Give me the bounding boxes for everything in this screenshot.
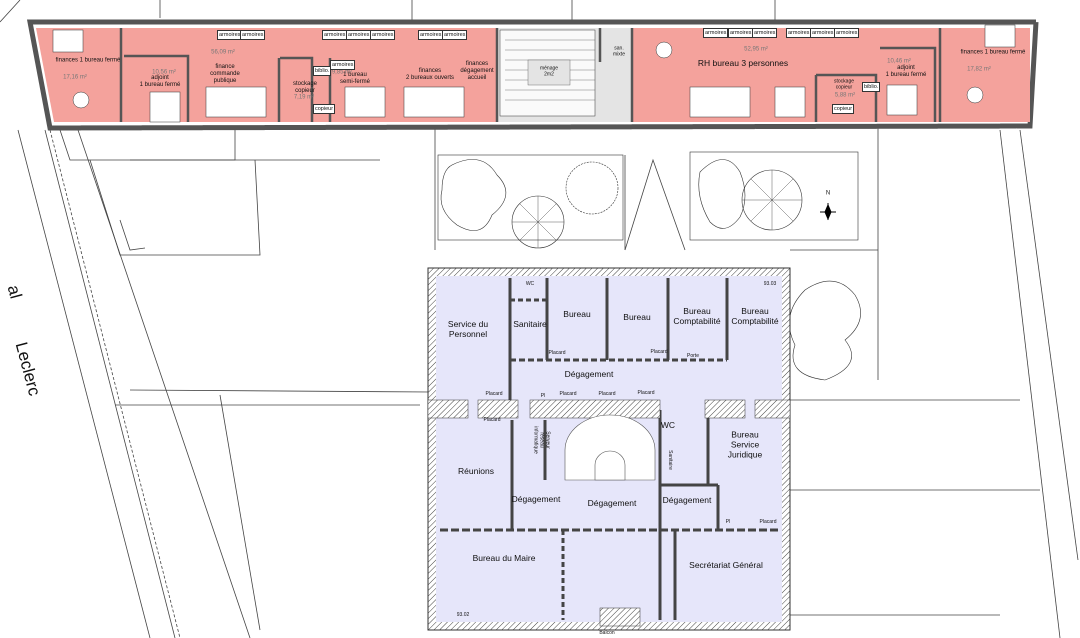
room-wc: WC: [660, 420, 676, 431]
reference-label: 93.03: [763, 281, 777, 288]
room-label: ménage 2m2: [539, 65, 559, 77]
room-wc: WC: [525, 281, 535, 288]
porte-label: Porte: [687, 353, 699, 360]
armoire: armoires: [728, 28, 754, 38]
room-bureau-service-juridique: Bureau Service Juridique: [727, 429, 763, 459]
placard-label: Placard: [548, 350, 566, 357]
armoire: armoires: [240, 30, 266, 40]
pl-label: Pl: [725, 519, 731, 526]
room-area: 10,56 m²: [152, 69, 176, 76]
armoire: armoires: [370, 30, 396, 40]
armoire: armoires: [330, 60, 356, 70]
armoire: armoires: [834, 28, 860, 38]
annex-building: [26, 19, 1039, 131]
room-degagement: Dégagement: [511, 494, 561, 505]
spiral-stair: [564, 414, 656, 481]
reference-label: 93.02: [456, 612, 470, 619]
room-label: 1 bureau semi-fermé: [339, 71, 371, 85]
room-label: finances dégagement accueil: [460, 61, 494, 82]
meeting-tables: [72, 41, 984, 109]
room-area: 7,19 m²: [293, 94, 315, 101]
placard-label: Placard: [650, 349, 668, 356]
room-bureau: Bureau: [623, 312, 651, 323]
room-label: finances 1 bureau fermé: [55, 57, 121, 64]
biblio: biblio.: [313, 66, 332, 76]
copieur: copieur: [832, 104, 855, 114]
placard-label: Placard: [759, 519, 777, 526]
room-reunions: Réunions: [458, 466, 494, 477]
armoire: armoires: [217, 30, 243, 40]
armoire: armoires: [810, 28, 836, 38]
room-sanitaire: Sanitaire: [513, 319, 547, 330]
room-area: 5,88 m²: [834, 92, 856, 99]
stair-steps: [505, 39, 595, 101]
sanitaire-label: Sanitaire: [666, 450, 673, 470]
room-label: adjoint 1 bureau fermé: [885, 64, 927, 78]
armoire: armoires: [786, 28, 812, 38]
armoire: armoires: [752, 28, 778, 38]
room-label: finances 1 bureau fermé: [960, 49, 1026, 56]
room-area: 10,46 m²: [887, 58, 911, 65]
room-area: 52,95 m²: [744, 46, 768, 53]
room-service-personnel: Service du Personnel: [447, 319, 489, 339]
armoire: armoires: [442, 30, 468, 40]
room-secretariat-general: Secrétariat Général: [689, 560, 763, 571]
copieur: copieur: [313, 104, 336, 114]
room-degagement: Dégagement: [587, 498, 637, 509]
armoire: armoires: [322, 30, 348, 40]
placard-label: Placard: [483, 417, 501, 424]
room-area: 56,09 m²: [211, 49, 235, 56]
main-building: [427, 267, 791, 631]
room-label: stockage copieur: [292, 80, 318, 94]
room-area: 17,16 m²: [63, 74, 87, 81]
compass-north-label: N: [825, 190, 831, 197]
balcon-label: Balcon: [599, 630, 615, 637]
placard-label: Placard: [485, 391, 503, 398]
room-bureau-comptabilite: Bureau Comptabilité: [731, 306, 779, 326]
server-label: Serveur réseau informatique: [533, 426, 551, 454]
room-label: adjoint 1 bureau fermé: [139, 74, 181, 88]
room-area: 9,85 m²: [331, 69, 353, 76]
placard-label: Placard: [598, 391, 616, 398]
room-label: stockage copieur: [833, 78, 855, 90]
room-bureau-du-maire: Bureau du Maire: [472, 553, 536, 564]
room-label: san. mixte: [613, 45, 625, 57]
desks: [52, 24, 1016, 123]
garden-left: [437, 151, 861, 381]
armoire: armoires: [703, 28, 729, 38]
placard-label: Placard: [559, 391, 577, 398]
room-area: 17,82 m²: [967, 66, 991, 73]
pl-label: Pl: [540, 393, 546, 400]
armoire: armoires: [346, 30, 372, 40]
room-bureau: Bureau: [563, 309, 591, 320]
room-label: RH bureau 3 personnes: [697, 58, 789, 69]
room-bureau-comptabilite: Bureau Comptabilité: [673, 306, 721, 326]
room-label: finance commande publique: [210, 64, 240, 85]
biblio: biblio.: [862, 82, 881, 92]
wall-pieces: [427, 399, 791, 627]
room-degagement: Dégagement: [662, 495, 712, 506]
room-label: finances 2 bureaux ouverts: [405, 67, 455, 81]
armoire: armoires: [418, 30, 444, 40]
compass-icon: [820, 203, 836, 221]
placard-label: Placard: [637, 390, 655, 397]
room-degagement: Dégagement: [564, 369, 614, 380]
